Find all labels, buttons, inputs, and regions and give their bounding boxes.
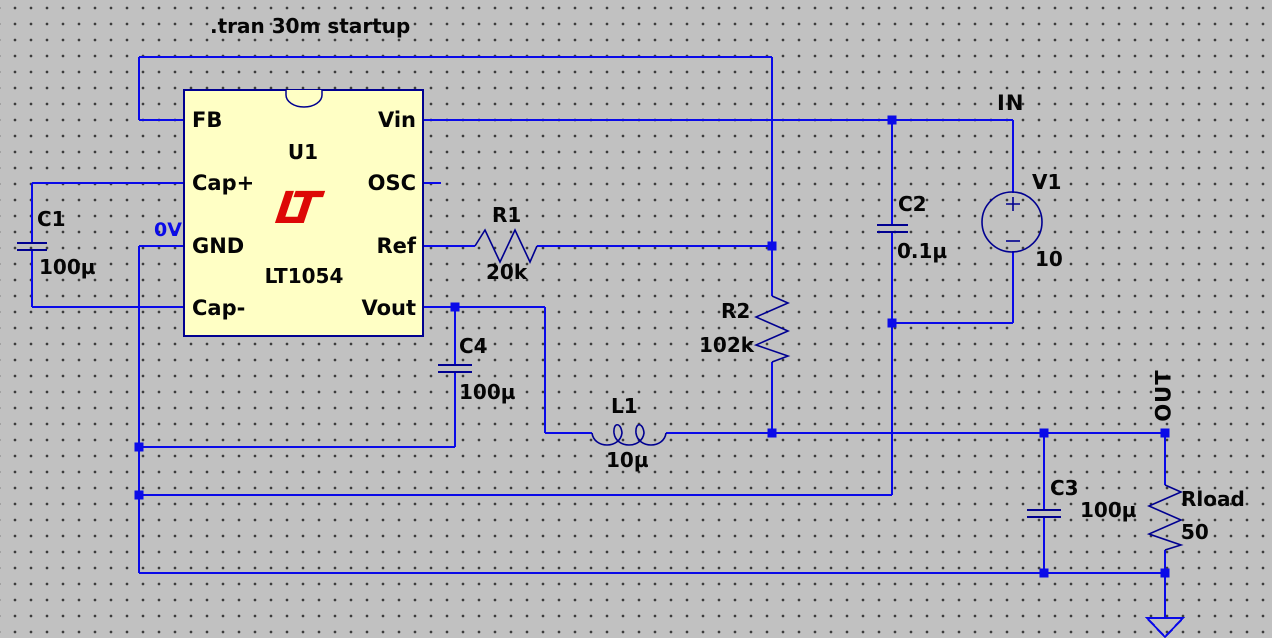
component-value-C4[interactable]: 100µ [459, 380, 516, 404]
ic-pin-label-gnd: GND [192, 234, 245, 258]
voltage-source-V1-symbol[interactable] [981, 191, 1043, 253]
junction-dot [134, 490, 144, 500]
junction-dot [1160, 428, 1170, 438]
capacitor-C4-symbol[interactable] [438, 364, 472, 373]
spice-directive[interactable]: .tran 30m startup [210, 14, 411, 38]
component-ref-V1[interactable]: V1 [1032, 170, 1062, 194]
junction-dot [887, 115, 897, 125]
linear-technology-logo: LT [272, 183, 317, 234]
wire-v1-minus-to-ground[interactable] [139, 233, 1014, 496]
component-value-C2[interactable]: 0.1µ [897, 239, 948, 263]
ic-pin-label-cap-plus: Cap+ [192, 171, 255, 195]
component-value-R1[interactable]: 20k [486, 260, 528, 284]
inductor-L1-symbol[interactable] [591, 423, 667, 446]
wire-cap-plus[interactable] [31, 182, 183, 243]
component-ref-R1[interactable]: R1 [492, 203, 522, 227]
junction-dot [887, 318, 897, 328]
component-ref-L1[interactable]: L1 [611, 394, 638, 418]
net-label-0v[interactable]: 0V [154, 219, 182, 241]
wire-c4-branch[interactable] [139, 307, 456, 448]
net-label-out[interactable]: OUT [1151, 369, 1176, 422]
junction-dot [1039, 568, 1049, 578]
component-value-R2[interactable]: 102k [699, 333, 755, 357]
resistor-Rload-symbol[interactable] [1146, 484, 1184, 551]
junction-dot [134, 442, 144, 452]
capacitor-C1-symbol[interactable] [17, 242, 47, 251]
ic-part-number[interactable]: LT1054 [264, 264, 344, 288]
ground-symbol[interactable] [1144, 617, 1186, 638]
ic-pin-label-vout: Vout [361, 296, 416, 320]
wire-fb-feedback-net[interactable] [138, 56, 773, 246]
ic-lt1054-body[interactable] [183, 89, 424, 337]
junction-dot [450, 302, 460, 312]
resistor-R1-symbol[interactable] [474, 228, 538, 264]
resistor-R2-symbol[interactable] [753, 295, 791, 363]
component-ref-Rload[interactable]: Rload [1181, 487, 1245, 511]
net-label-in[interactable]: IN [997, 91, 1025, 115]
junction-dot [1160, 568, 1170, 578]
component-value-Rload[interactable]: 50 [1181, 520, 1209, 544]
component-ref-C3[interactable]: C3 [1050, 476, 1079, 500]
ic-notch [285, 90, 323, 108]
wire-cap-minus[interactable] [31, 250, 183, 308]
ic-pin-label-fb: FB [192, 108, 223, 132]
ic-pin-label-ref: Ref [376, 234, 416, 258]
component-ref-C2[interactable]: C2 [898, 192, 927, 216]
component-ref-R2[interactable]: R2 [721, 299, 751, 323]
capacitor-C2-symbol[interactable] [877, 224, 908, 233]
ic-pin-label-cap-minus: Cap- [192, 296, 246, 320]
component-value-L1[interactable]: 10µ [606, 448, 649, 472]
junction-dot [767, 241, 777, 251]
wire-vin-net[interactable] [424, 119, 1014, 225]
component-value-V1[interactable]: 10 [1035, 247, 1063, 271]
component-value-C3[interactable]: 100µ [1080, 498, 1137, 522]
wire-vout-out-net[interactable] [424, 306, 1165, 434]
junction-dot [1039, 428, 1049, 438]
junction-dot [767, 428, 777, 438]
capacitor-C3-symbol[interactable] [1027, 509, 1061, 518]
ic-pin-label-osc: OSC [367, 171, 416, 195]
component-ref-C1[interactable]: C1 [37, 207, 66, 231]
v1-plus-sign [1006, 197, 1020, 211]
wire-gnd-rail[interactable] [138, 245, 1165, 574]
ic-pin-label-vin: Vin [377, 108, 416, 132]
component-ref-C4[interactable]: C4 [459, 334, 488, 358]
ic-refdes[interactable]: U1 [287, 140, 319, 164]
component-value-C1[interactable]: 100µ [39, 255, 96, 279]
